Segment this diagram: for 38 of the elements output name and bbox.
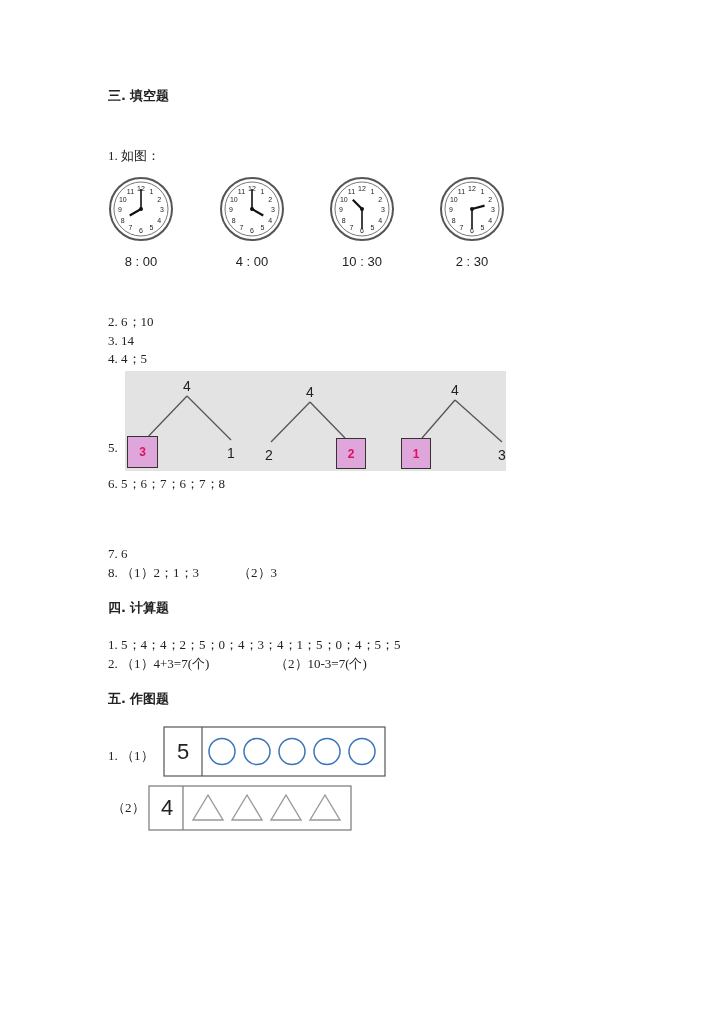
answer-text: 8. （1）2；1；3 xyxy=(108,565,199,581)
answer-square: 3 xyxy=(127,436,158,468)
tree-number: 3 xyxy=(495,446,509,464)
answer-text: 3. 14 xyxy=(108,333,134,349)
answer-text: 1. （1） xyxy=(108,748,154,764)
answer-text: 1. 5；4；4；2；5；0；4；3；4；1；5；0；4；5；5 xyxy=(108,637,401,653)
answer-text: 6. 5；6；7；6；7；8 xyxy=(108,476,225,492)
answer-text: 5. xyxy=(108,440,118,456)
answer-text: （2）3 xyxy=(238,565,277,581)
answer-text: 7. 6 xyxy=(108,546,128,562)
tree-branch-line xyxy=(270,401,311,443)
time-label: 8 : 00 xyxy=(124,254,158,268)
tree-number: 4 xyxy=(448,382,462,398)
tree-branch-line xyxy=(148,395,188,437)
tree-branch-line xyxy=(309,401,346,439)
time-label: 4 : 00 xyxy=(235,254,269,268)
answer-text: （2）10-3=7(个) xyxy=(275,656,367,672)
tree-branch-line xyxy=(454,399,503,443)
tree-number: 2 xyxy=(262,446,276,464)
section-heading: 三. 填空题 xyxy=(108,88,170,104)
tree-branch-line xyxy=(421,399,456,439)
tree-number: 1 xyxy=(224,444,238,462)
tree-number: 4 xyxy=(303,384,317,400)
answer-square: 2 xyxy=(336,438,366,469)
answer-text: （2） xyxy=(112,800,145,816)
number-label: 4 xyxy=(160,797,174,819)
answer-text: 2. （1）4+3=7(个) xyxy=(108,656,210,672)
answer-text: 2. 6；10 xyxy=(108,314,154,330)
tree-branch-line xyxy=(186,395,232,441)
section-heading: 五. 作图题 xyxy=(108,691,170,707)
time-label: 10 : 30 xyxy=(342,254,382,268)
time-label: 2 : 30 xyxy=(455,254,489,268)
answer-text: 4. 4；5 xyxy=(108,351,147,367)
tree-number: 4 xyxy=(180,378,194,394)
answer-square: 1 xyxy=(401,438,431,469)
question-text: 1. 如图： xyxy=(108,148,160,164)
section-heading: 四. 计算题 xyxy=(108,600,170,616)
number-label: 5 xyxy=(176,741,190,763)
